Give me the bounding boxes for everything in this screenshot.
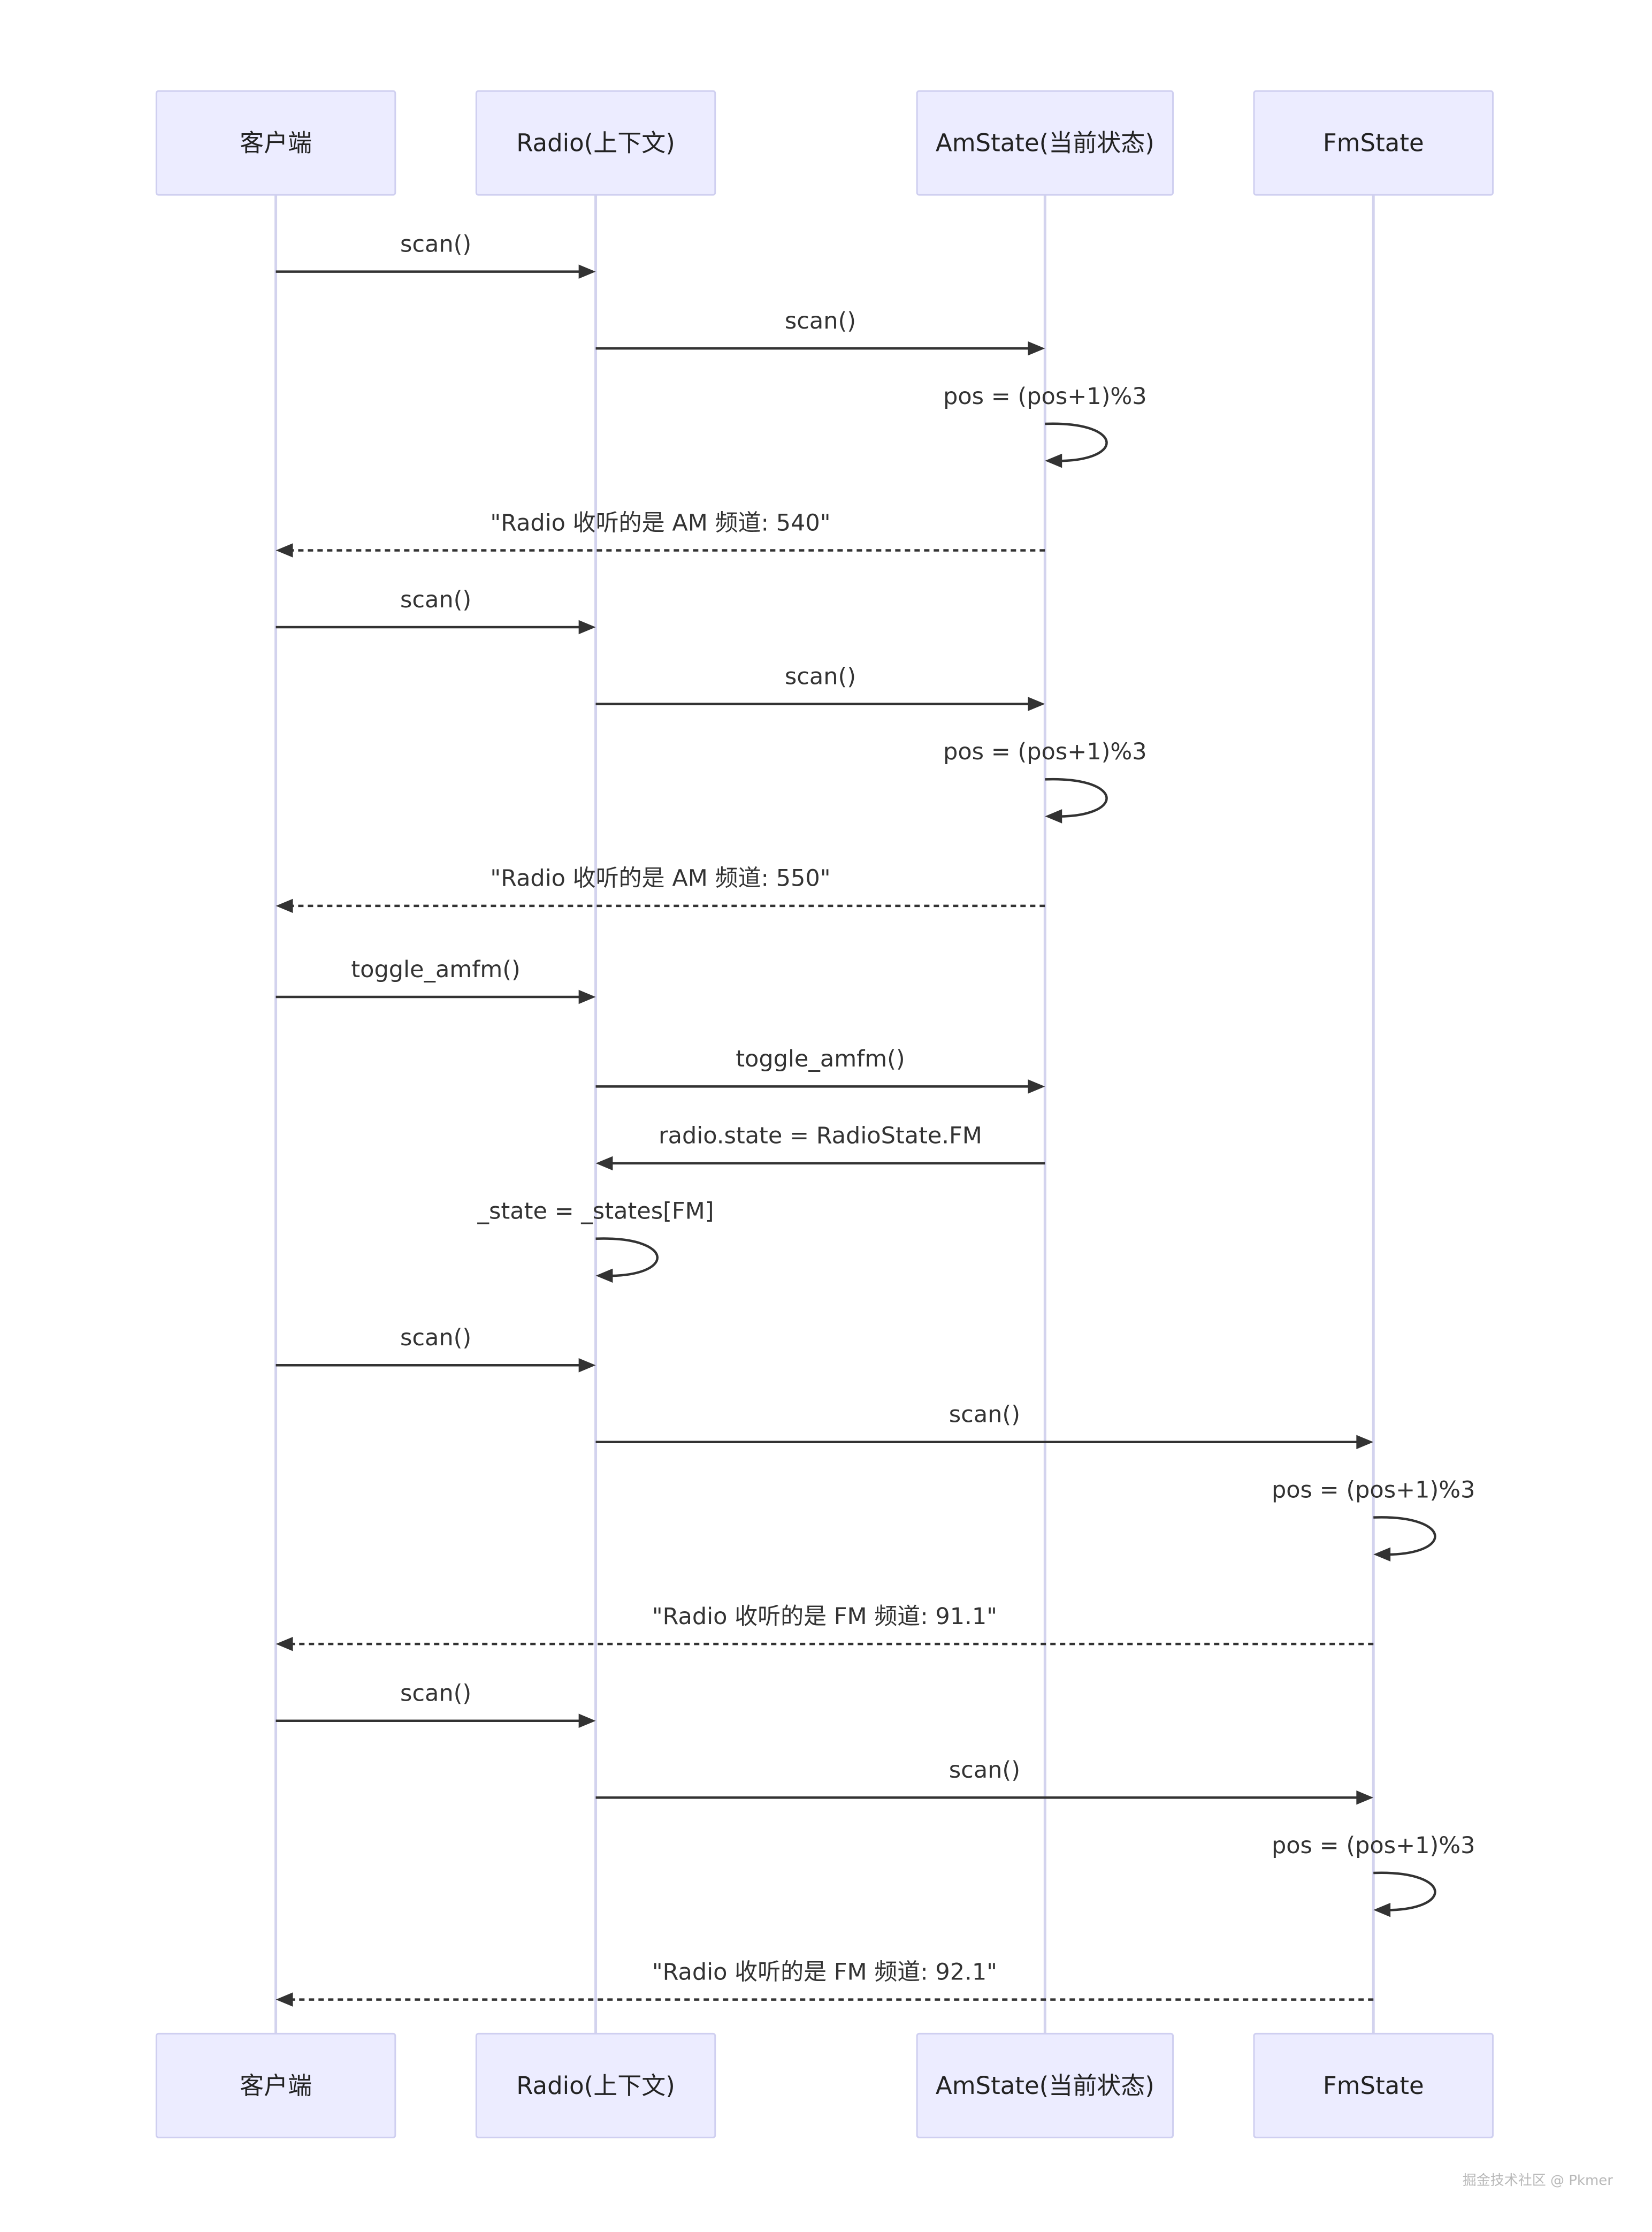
arrowhead	[1045, 809, 1062, 824]
arrowhead	[578, 620, 596, 635]
arrowhead	[578, 1358, 596, 1373]
message-label: scan()	[949, 1757, 1020, 1784]
message-label: scan()	[400, 1680, 471, 1707]
arrowhead	[276, 898, 293, 913]
actor-box-am-bottom	[916, 2032, 1174, 2138]
message-label: scan()	[785, 308, 856, 334]
arrowhead	[595, 1156, 613, 1171]
watermark: 掘金技术社区 @ Pkmer	[1463, 2173, 1613, 2189]
self-message-loop	[1373, 1871, 1436, 1911]
self-message-loop	[1373, 1516, 1436, 1556]
message-label: pos = (pos+1)%3	[943, 738, 1147, 765]
actor-label-radio-top: Radio(上下文)	[516, 129, 675, 157]
actor-label-fm-bottom: FmState	[1323, 2071, 1424, 2100]
arrowhead	[1045, 453, 1062, 468]
message-label: "Radio 收听的是 AM 频道: 540"	[490, 509, 830, 536]
arrowhead	[578, 264, 596, 279]
message-label: scan()	[400, 1324, 471, 1351]
actor-label-radio-bottom: Radio(上下文)	[516, 2071, 675, 2100]
arrowhead	[276, 1992, 293, 2007]
arrowhead	[276, 1636, 293, 1651]
actor-label-client-bottom: 客户端	[240, 2071, 312, 2100]
actors-top: 客户端 Radio(上下文) AmState(当前状态) FmState	[155, 90, 1494, 196]
arrowhead	[1373, 1902, 1391, 1917]
actor-label-fm-top: FmState	[1323, 129, 1424, 157]
actor-box-client-bottom	[155, 2032, 396, 2138]
message-label: "Radio 收听的是 FM 频道: 91.1"	[652, 1603, 997, 1630]
self-message-loop	[595, 1237, 659, 1277]
actor-box-radio-top	[475, 90, 716, 196]
arrowhead	[595, 1268, 613, 1283]
actor-box-fm-bottom	[1253, 2032, 1494, 2138]
actor-box-radio-bottom	[475, 2032, 716, 2138]
arrowhead	[1373, 1547, 1391, 1562]
message-label: _state = _states[FM]	[477, 1198, 714, 1225]
actor-box-am-top	[916, 90, 1174, 196]
message-label: pos = (pos+1)%3	[943, 383, 1147, 410]
message-label: pos = (pos+1)%3	[1272, 1476, 1475, 1503]
message-label: scan()	[785, 663, 856, 690]
arrowhead	[578, 989, 596, 1004]
actors-bottom: 客户端 Radio(上下文) AmState(当前状态) FmState	[155, 2032, 1494, 2138]
message-label: toggle_amfm()	[351, 956, 520, 983]
self-message-loop	[1045, 422, 1108, 462]
actor-label-client-top: 客户端	[240, 129, 312, 157]
message-label: toggle_amfm()	[736, 1046, 905, 1072]
message-label: radio.state = RadioState.FM	[659, 1123, 982, 1149]
message-label: pos = (pos+1)%3	[1272, 1832, 1475, 1859]
actor-box-client-top	[155, 90, 396, 196]
arrowhead	[1028, 1079, 1045, 1094]
message-label: scan()	[949, 1401, 1020, 1428]
message-label: scan()	[400, 231, 471, 257]
arrowhead	[1356, 1435, 1374, 1450]
actor-label-am-bottom: AmState(当前状态)	[936, 2071, 1154, 2100]
message-label: scan()	[400, 586, 471, 613]
actor-box-fm-top	[1253, 90, 1494, 196]
arrowhead	[1356, 1790, 1374, 1805]
actor-label-am-top: AmState(当前状态)	[936, 129, 1154, 157]
arrowhead	[1028, 341, 1045, 356]
arrowhead	[578, 1713, 596, 1728]
messages: scan() scan() pos = (pos+1)%3 "Radio 收听的是 A…	[276, 231, 1475, 2007]
arrowhead	[276, 543, 293, 558]
message-label: "Radio 收听的是 FM 频道: 92.1"	[652, 1959, 997, 1985]
self-message-loop	[1045, 778, 1108, 818]
message-label: "Radio 收听的是 AM 频道: 550"	[490, 865, 830, 892]
arrowhead	[1028, 697, 1045, 711]
lifelines	[274, 195, 1375, 2034]
